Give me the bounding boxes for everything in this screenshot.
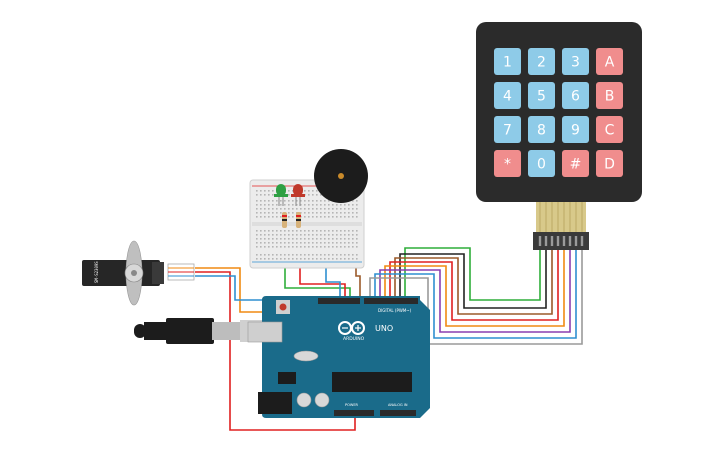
key-8[interactable]: 8 — [528, 116, 555, 143]
key-6[interactable]: 6 — [562, 82, 589, 109]
digital-header-left — [318, 298, 360, 304]
wire-keypad-3[interactable] — [394, 250, 553, 315]
key-label: 2 — [537, 55, 546, 71]
key-label: A — [605, 55, 615, 71]
key-label: 8 — [537, 123, 546, 139]
key-2[interactable]: 2 — [528, 48, 555, 75]
key-label: * — [504, 157, 511, 173]
servo-horn[interactable] — [124, 240, 144, 306]
key-b[interactable]: B — [596, 82, 623, 109]
red-led[interactable] — [291, 184, 305, 206]
key-a[interactable]: A — [596, 48, 623, 75]
key-label: 7 — [503, 123, 512, 139]
atmega-chip — [332, 372, 412, 392]
wire-keypad-4[interactable] — [389, 250, 559, 321]
key-4[interactable]: 4 — [494, 82, 521, 109]
voltage-regulator — [278, 372, 296, 384]
wire-keypad-5[interactable] — [384, 250, 565, 327]
key-hash[interactable]: # — [562, 150, 589, 177]
key-label: # — [570, 157, 582, 173]
servo-label: SM-S2309S — [94, 261, 99, 283]
key-0[interactable]: 0 — [528, 150, 555, 177]
key-d[interactable]: D — [596, 150, 623, 177]
wire-keypad-1[interactable] — [404, 247, 541, 301]
power-jack — [258, 392, 292, 414]
arduino-brand: ARDUINO — [343, 336, 365, 342]
resistor-1[interactable] — [282, 212, 287, 228]
key-label: 5 — [537, 89, 546, 105]
usb-cable[interactable] — [134, 318, 266, 344]
keypad-ribbon — [533, 202, 589, 250]
capacitor-1 — [296, 392, 312, 408]
key-c[interactable]: C — [596, 116, 623, 143]
key-label: 3 — [571, 55, 580, 71]
wire-breadboard-red[interactable] — [299, 262, 346, 296]
wire-keypad-2[interactable] — [399, 250, 547, 309]
key-label: 4 — [503, 89, 512, 105]
key-3[interactable]: 3 — [562, 48, 589, 75]
key-label: B — [605, 89, 615, 105]
wires-layer — [195, 200, 583, 431]
key-label: C — [605, 123, 615, 139]
key-label: 0 — [537, 157, 546, 173]
key-1[interactable]: 1 — [494, 48, 521, 75]
power-header — [334, 410, 374, 416]
key-label: D — [604, 157, 615, 173]
analog-header — [380, 410, 416, 416]
key-label: 6 — [571, 89, 580, 105]
arduino-model: UNO — [375, 324, 393, 333]
keypad-4x4[interactable]: 1 2 3 A 4 5 6 B 7 8 9 C * 0 # D — [476, 22, 642, 250]
wire-servo-power[interactable] — [195, 271, 356, 431]
servo-motor[interactable]: SM-S2309S — [82, 240, 195, 306]
crystal — [293, 350, 319, 362]
key-7[interactable]: 7 — [494, 116, 521, 143]
key-5[interactable]: 5 — [528, 82, 555, 109]
arduino-logo — [338, 321, 365, 335]
key-label: 1 — [503, 55, 512, 71]
wire-servo-ground[interactable] — [195, 275, 280, 301]
arduino-uno[interactable]: ARDUINO UNO DIGITAL (PWM~) POWER ANALOG … — [247, 296, 430, 418]
green-led[interactable] — [274, 184, 288, 206]
resistor-2[interactable] — [296, 212, 301, 228]
key-9[interactable]: 9 — [562, 116, 589, 143]
digital-label: DIGITAL (PWM~) — [378, 308, 412, 313]
piezo-buzzer[interactable] — [314, 149, 368, 203]
key-star[interactable]: * — [494, 150, 521, 177]
key-label: 9 — [571, 123, 580, 139]
wire-breadboard-green[interactable] — [284, 258, 351, 296]
capacitor-2 — [314, 392, 330, 408]
analog-label: ANALOG IN — [388, 403, 408, 407]
digital-header-right — [364, 298, 418, 304]
power-label: POWER — [345, 403, 359, 407]
usb-port — [247, 321, 283, 343]
